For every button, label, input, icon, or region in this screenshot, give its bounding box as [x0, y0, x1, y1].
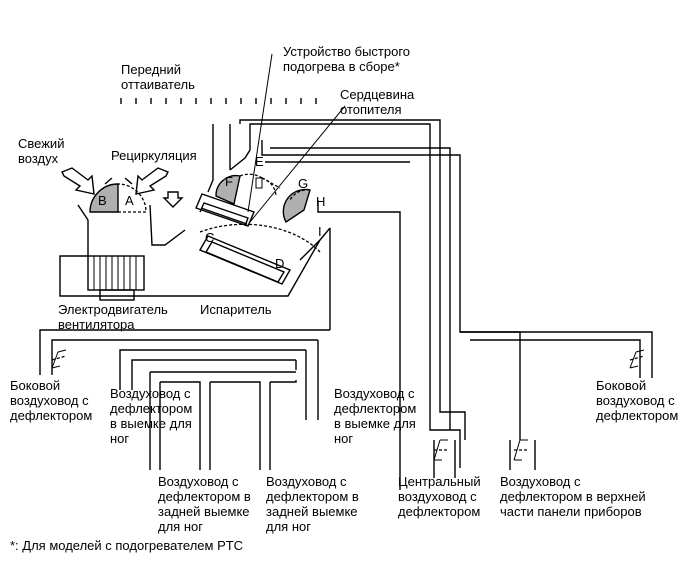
- center-register-symbol: [433, 439, 456, 478]
- rear-foot-duct-2-label: Воздуховод с дефлектором в задней выемке…: [266, 474, 362, 534]
- ptc-heater-label: Устройство быстрого подогрева в сборе*: [283, 44, 414, 74]
- left-side-register-symbol: [51, 349, 67, 369]
- door-c-label: C: [205, 230, 214, 245]
- door-h-label: H: [316, 194, 325, 209]
- air-mix-damper: C D: [199, 223, 321, 271]
- upper-register-symbol: [509, 439, 536, 470]
- fresh-air-label: Свежий воздух: [18, 136, 68, 166]
- lower-duct-network: [39, 329, 653, 470]
- mode-dampers: E F G H I: [215, 154, 325, 239]
- side-register-right-label: Боковой воздуховод с дефлектором: [596, 378, 678, 423]
- foot-duct-left-label: Воздуховод с дефлектором в выемке для но…: [110, 386, 196, 446]
- fresh-air-arrow: [61, 167, 95, 195]
- right-side-register-symbol: [629, 349, 645, 369]
- upper-register-label: Воздуховод с дефлектором в верхней части…: [500, 474, 649, 519]
- door-e-label: E: [255, 154, 264, 169]
- leader-lines: [247, 53, 346, 223]
- door-i-label: I: [318, 224, 322, 239]
- door-b-label: B: [98, 193, 107, 208]
- small-down-arrow: [162, 191, 184, 208]
- evaporator-core: [198, 235, 292, 285]
- diagram-labels: Устройство быстрого подогрева в сборе* П…: [10, 44, 678, 553]
- side-register-left-label: Боковой воздуховод с дефлектором: [10, 378, 92, 423]
- recirculation-label: Рециркуляция: [111, 148, 197, 163]
- air-inlet-damper: B A: [89, 177, 147, 213]
- evaporator-label: Испаритель: [200, 302, 272, 317]
- blower-motor-label: Электродвигатель вентилятора: [58, 302, 171, 332]
- ptc-heater-and-heater-core: [195, 193, 255, 227]
- footnote: *: Для моделей с подогревателем PTC: [10, 538, 243, 553]
- foot-duct-right-label: Воздуховод с дефлектором в выемке для но…: [334, 386, 420, 446]
- door-a-label: A: [125, 193, 134, 208]
- hvac-unit-housing: [59, 119, 521, 490]
- rear-foot-duct-1-label: Воздуховод с дефлектором в задней выемке…: [158, 474, 254, 534]
- blower-motor: [87, 255, 145, 301]
- door-d-label: D: [275, 256, 284, 271]
- front-defroster-label: Передний оттаиватель: [121, 62, 195, 92]
- door-f-label: F: [225, 174, 233, 189]
- front-defroster-outlet: [120, 98, 317, 104]
- heater-core-label: Сердцевина отопителя: [340, 87, 418, 117]
- recirculation-arrow: [135, 167, 169, 195]
- center-register-label: Центральный воздуховод с дефлектором: [398, 474, 484, 519]
- door-g-label: G: [298, 176, 308, 191]
